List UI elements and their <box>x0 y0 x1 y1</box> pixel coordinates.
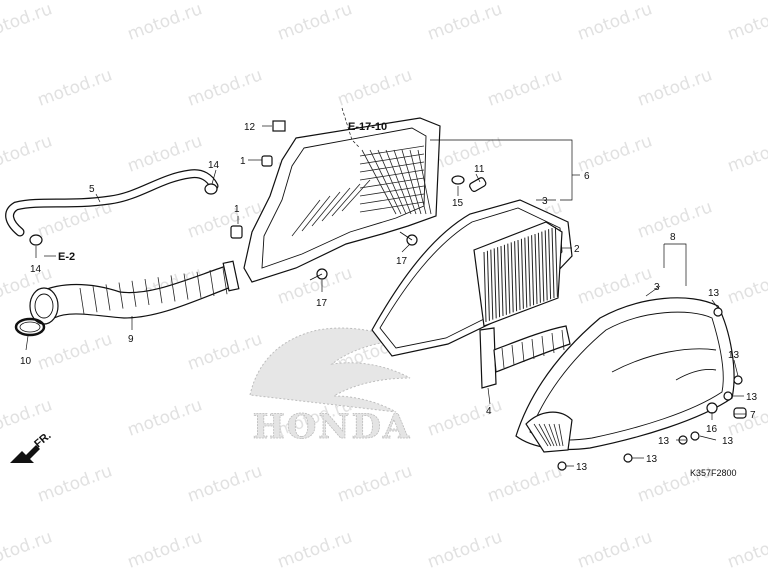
callout-13: 13 <box>646 454 658 465</box>
callout-11: 11 <box>474 164 485 175</box>
front-direction-arrow: FR. <box>10 430 54 463</box>
watermark-text: motod.ru <box>575 527 655 572</box>
callout-7: 7 <box>750 410 756 421</box>
watermark-text: motod.ru <box>725 0 768 45</box>
callout-2: 2 <box>574 244 580 255</box>
watermark-text: motod.ru <box>575 0 655 45</box>
callout-9: 9 <box>128 334 134 345</box>
bolt <box>309 231 418 281</box>
callout-13: 13 <box>658 436 670 447</box>
callout-12: 12 <box>244 122 256 133</box>
watermark-text: motod.ru <box>0 0 55 45</box>
callout-15: 15 <box>452 198 464 209</box>
reference-e-17-10: E-17-10 <box>348 121 387 133</box>
watermark-text: motod.ru <box>425 0 505 45</box>
watermark-text: motod.ru <box>485 65 565 110</box>
reference-e-2: E-2 <box>58 251 75 263</box>
watermark-text: motod.ru <box>125 527 205 572</box>
callout-17: 17 <box>316 298 328 309</box>
watermark-text: motod.ru <box>185 329 265 374</box>
breather-tube <box>5 169 219 237</box>
watermark-text: motod.ru <box>0 131 55 176</box>
watermark-text: motod.ru <box>35 65 115 110</box>
leader-lines <box>25 107 746 467</box>
watermark-text: motod.ru <box>275 0 355 45</box>
grommet <box>230 120 286 239</box>
watermark-text: motod.ru <box>185 65 265 110</box>
watermark-text: motod.ru <box>425 395 505 440</box>
callout-13: 13 <box>708 288 720 299</box>
callout-8: 8 <box>670 232 676 243</box>
hose-band <box>14 317 46 337</box>
callout-1: 1 <box>234 204 240 215</box>
callout-5: 5 <box>89 184 95 195</box>
watermark-text: motod.ru <box>485 461 565 506</box>
callout-labels: 1 1 2 3 3 4 5 6 7 8 9 10 11 12 13 13 13 … <box>20 121 758 478</box>
watermark-text: motod.ru <box>335 461 415 506</box>
connecting-tube <box>479 325 571 389</box>
air-cleaner-case <box>243 117 441 283</box>
watermark-text: motod.ru <box>635 65 715 110</box>
callout-3: 3 <box>542 196 548 207</box>
watermark-text: motod.ru <box>425 527 505 572</box>
watermark-text: motod.ru <box>35 329 115 374</box>
screw <box>557 307 743 471</box>
watermark-text: motod.ru <box>725 131 768 176</box>
watermark-text: motod.ru <box>0 527 55 572</box>
callout-17: 17 <box>396 256 408 267</box>
watermark-text: motod.ru <box>125 0 205 45</box>
callout-3: 3 <box>654 282 660 293</box>
watermark-text: motod.ru <box>335 65 415 110</box>
diagram-code: K357F2800 <box>690 468 737 478</box>
callout-13: 13 <box>722 436 734 447</box>
drain-cap <box>706 402 747 419</box>
callout-6: 6 <box>584 171 590 182</box>
watermark-text: motod.ru <box>725 263 768 308</box>
intake-duct <box>29 260 240 325</box>
watermark-text: motod.ru <box>35 461 115 506</box>
callout-16: 16 <box>706 424 718 435</box>
callout-10: 10 <box>20 356 32 367</box>
watermark-text: motod.ru <box>575 131 655 176</box>
watermark-text: motod.ru <box>125 395 205 440</box>
honda-logo-text: HONDA <box>253 407 412 447</box>
callout-13: 13 <box>728 350 740 361</box>
watermark-text: motod.ru <box>725 527 768 572</box>
callout-4: 4 <box>486 406 492 417</box>
callout-14: 14 <box>30 264 42 275</box>
air-cleaner-cover <box>515 297 735 453</box>
callout-13: 13 <box>746 392 758 403</box>
callout-14: 14 <box>208 160 220 171</box>
callout-1: 1 <box>240 156 246 167</box>
watermark-text: motod.ru <box>275 527 355 572</box>
air-cleaner-element <box>371 199 573 357</box>
watermark-text: motod.ru <box>185 461 265 506</box>
hose-clip <box>29 183 218 246</box>
honda-logo: HONDA <box>249 327 412 447</box>
drain-plug <box>451 175 487 192</box>
callout-13: 13 <box>576 462 588 473</box>
